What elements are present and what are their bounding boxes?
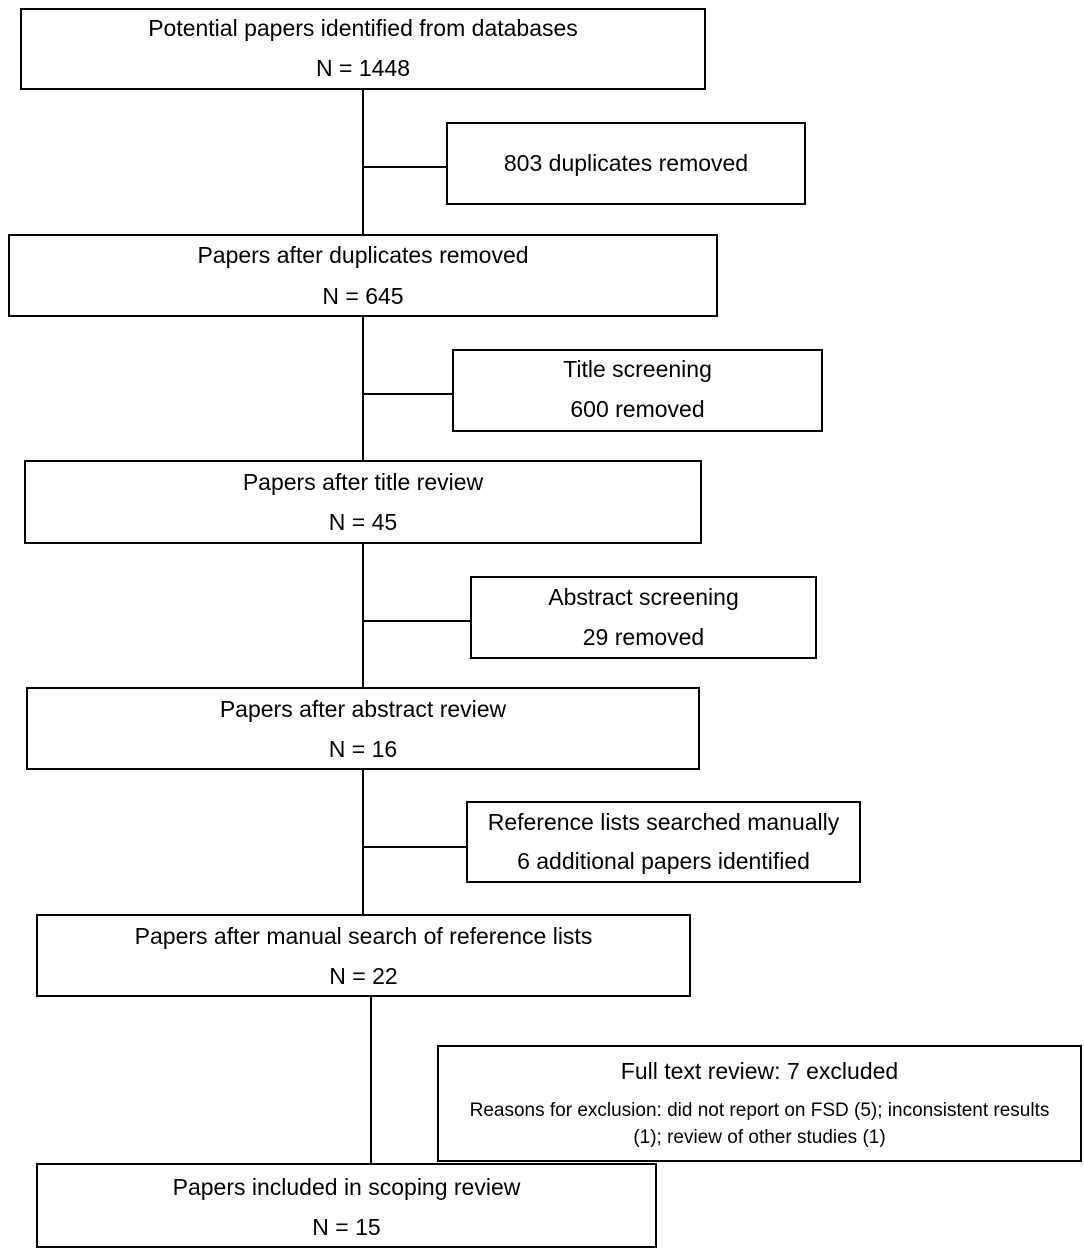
- box-title-screening-detail: 600 removed: [570, 396, 705, 422]
- connector-main-1: [362, 88, 364, 236]
- box-after-reference-search: Papers after manual search of reference …: [36, 914, 691, 997]
- box-after-title-review-title: Papers after title review: [242, 469, 484, 495]
- connector-main-4: [362, 768, 364, 916]
- box-full-text-review-detail: Reasons for exclusion: did not report on…: [469, 1100, 1050, 1148]
- connector-branch-reference-search: [362, 846, 468, 848]
- box-full-text-review: Full text review: 7 excluded Reasons for…: [437, 1045, 1082, 1162]
- connector-main-5: [370, 995, 372, 1165]
- box-after-duplicates: Papers after duplicates removed N = 645: [8, 234, 718, 317]
- box-reference-search-detail: 6 additional papers identified: [517, 848, 810, 874]
- box-abstract-screening-title: Abstract screening: [548, 584, 739, 610]
- box-title-screening-title: Title screening: [563, 356, 712, 382]
- box-included-count: N = 15: [312, 1214, 381, 1240]
- box-after-reference-search-title: Papers after manual search of reference …: [134, 923, 593, 949]
- box-title-screening: Title screening 600 removed: [452, 349, 823, 432]
- box-after-title-review-count: N = 45: [328, 509, 398, 535]
- box-reference-search-title: Reference lists searched manually: [487, 809, 840, 835]
- box-duplicates-removed-text: 803 duplicates removed: [503, 150, 749, 176]
- box-included: Papers included in scoping review N = 15: [36, 1163, 657, 1248]
- box-after-abstract-review: Papers after abstract review N = 16: [26, 687, 700, 770]
- box-after-duplicates-count: N = 645: [322, 283, 404, 309]
- box-identified-title: Potential papers identified from databas…: [148, 15, 578, 41]
- box-duplicates-removed: 803 duplicates removed: [446, 122, 806, 205]
- box-after-title-review: Papers after title review N = 45: [24, 460, 702, 544]
- box-included-title: Papers included in scoping review: [172, 1174, 521, 1200]
- connector-branch-duplicates: [362, 166, 448, 168]
- box-identified-count: N = 1448: [316, 55, 410, 81]
- connector-main-2: [362, 315, 364, 462]
- box-abstract-screening: Abstract screening 29 removed: [470, 576, 817, 659]
- box-after-reference-search-count: N = 22: [329, 963, 398, 989]
- box-after-abstract-review-count: N = 16: [328, 736, 398, 762]
- connector-main-3: [362, 542, 364, 689]
- box-identified: Potential papers identified from databas…: [20, 8, 706, 90]
- box-after-abstract-review-title: Papers after abstract review: [219, 696, 507, 722]
- box-reference-search: Reference lists searched manually 6 addi…: [466, 801, 861, 883]
- box-full-text-review-title: Full text review: 7 excluded: [620, 1058, 899, 1084]
- connector-branch-title-screening: [362, 393, 454, 395]
- box-abstract-screening-detail: 29 removed: [582, 624, 705, 650]
- connector-branch-abstract-screening: [362, 620, 472, 622]
- box-after-duplicates-title: Papers after duplicates removed: [197, 242, 529, 268]
